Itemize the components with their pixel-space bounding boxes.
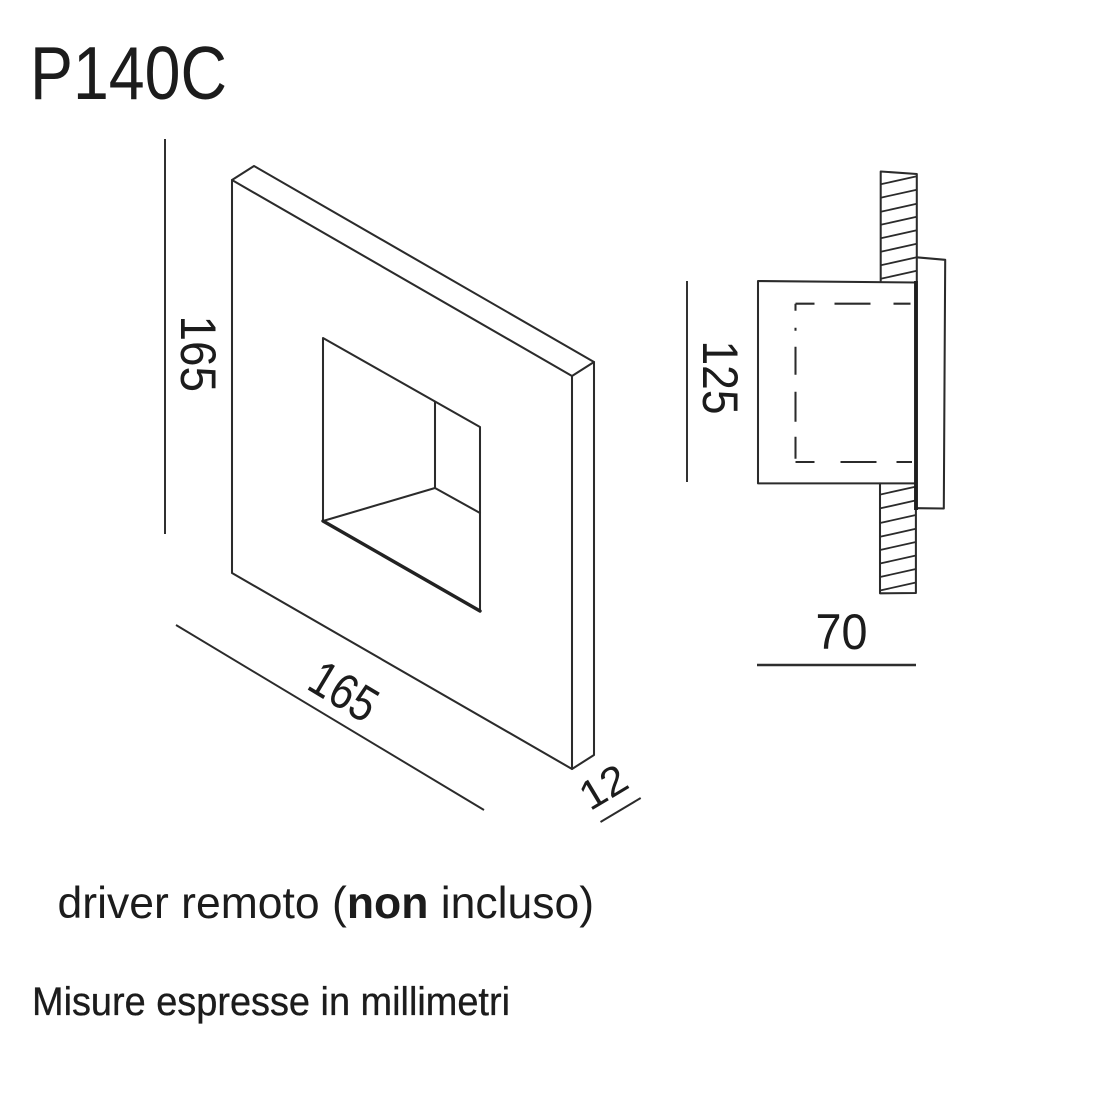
svg-text:165: 165 xyxy=(170,316,226,393)
svg-text:125: 125 xyxy=(692,341,748,415)
svg-text:driver remoto (non incluso): driver remoto (non incluso) xyxy=(58,879,595,928)
svg-text:Misure espresse in millimetri: Misure espresse in millimetri xyxy=(32,980,510,1024)
svg-text:P140C: P140C xyxy=(30,31,227,115)
svg-text:70: 70 xyxy=(816,604,868,660)
